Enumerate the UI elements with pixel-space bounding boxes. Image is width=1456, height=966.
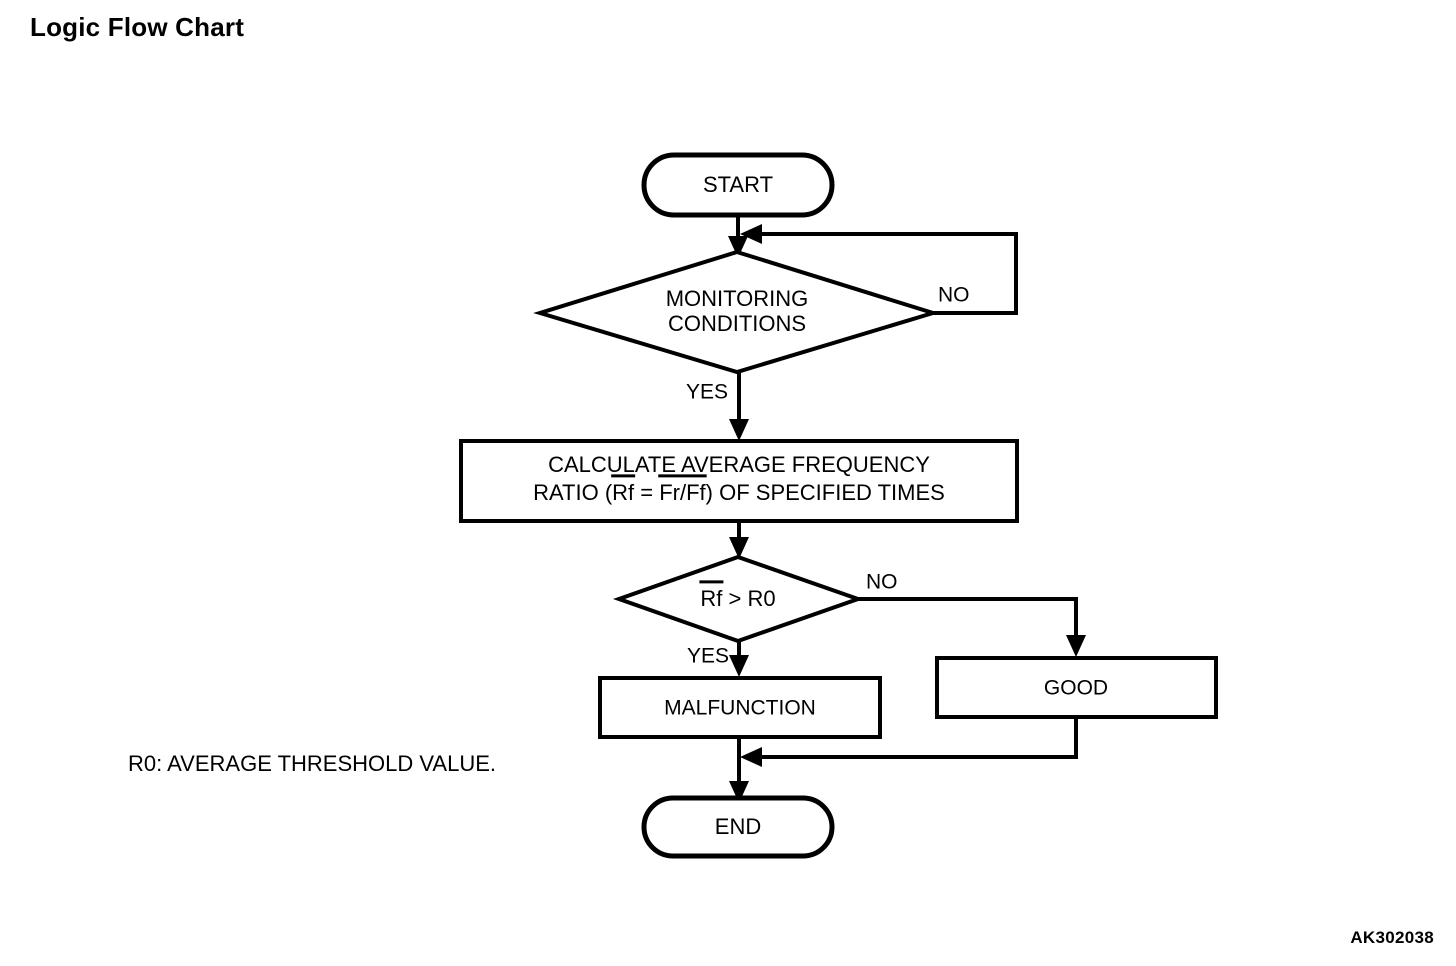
calc-line2-pre: RATIO ( <box>533 480 613 505</box>
branch-label-compare-no: NO <box>866 571 898 594</box>
edge-monitoring-yes-to-calculate <box>729 372 749 441</box>
edge-monitoring-no-loopback <box>740 224 1018 315</box>
node-monitoring-label-line1: MONITORING <box>666 286 809 311</box>
calc-line2-mid: = <box>634 480 659 505</box>
edge-compare-yes-to-malfunction <box>729 641 749 677</box>
document-code: AK302038 <box>1350 928 1434 947</box>
node-calculate-label-line1: CALCULATE AVERAGE FREQUENCY <box>548 452 930 477</box>
node-monitoring-conditions[interactable]: MONITORING CONDITIONS <box>533 249 940 375</box>
edge-good-to-end-merge <box>740 717 1078 767</box>
node-malfunction-label: MALFUNCTION <box>664 697 816 720</box>
branch-label-monitoring-no: NO <box>938 284 970 307</box>
node-end[interactable]: END <box>641 795 835 859</box>
edge-calculate-to-compare <box>729 521 749 559</box>
branch-label-compare-yes: YES <box>687 645 729 668</box>
node-end-label: END <box>715 814 761 839</box>
edge-malfunction-to-end <box>729 737 749 803</box>
page-title: Logic Flow Chart <box>30 12 245 42</box>
node-good-label: GOOD <box>1044 677 1108 700</box>
node-calculate-label-line2: RATIO (Rf = Fr/Ff) OF SPECIFIED TIMES <box>533 480 945 505</box>
node-calculate-average-frequency[interactable]: CALCULATE AVERAGE FREQUENCY RATIO (Rf = … <box>459 439 1019 523</box>
compare-rest: > R0 <box>722 586 775 611</box>
node-good[interactable]: GOOD <box>935 656 1218 719</box>
branch-label-monitoring-yes: YES <box>686 381 728 404</box>
node-monitoring-label-line2: CONDITIONS <box>668 311 806 336</box>
compare-var-rf: Rf <box>700 586 723 611</box>
node-malfunction[interactable]: MALFUNCTION <box>598 676 882 739</box>
node-start[interactable]: START <box>641 152 835 218</box>
node-compare-rf-r0[interactable]: Rf > R0 <box>612 554 865 644</box>
node-start-label: START <box>703 172 773 197</box>
calc-line2-post: ) OF SPECIFIED TIMES <box>706 480 945 505</box>
edge-start-to-monitoring <box>728 215 748 258</box>
legend-note: R0: AVERAGE THRESHOLD VALUE. <box>128 751 496 776</box>
calc-line2-var-rf: Rf <box>612 480 635 505</box>
calc-line2-var-frff: Fr/Ff <box>659 480 706 505</box>
node-compare-label: Rf > R0 <box>700 586 775 611</box>
edge-compare-no-to-good <box>858 597 1086 657</box>
